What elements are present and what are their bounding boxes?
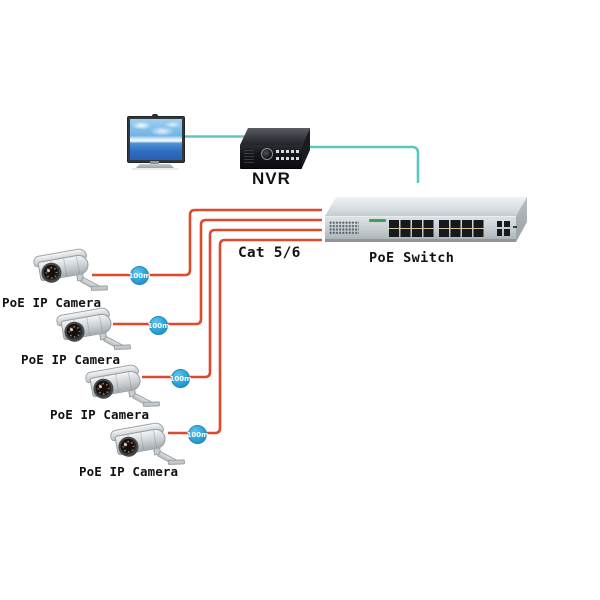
nvr-device (240, 145, 302, 169)
switch-brand-mark (369, 219, 386, 222)
webcam-dot-icon (152, 114, 158, 118)
switch-bottom-bevel (325, 239, 516, 242)
port-row (389, 229, 434, 237)
monitor-shadow (132, 168, 178, 170)
camera-bracket-plate (90, 285, 108, 291)
rj45-port-group-2 (439, 220, 484, 237)
poe-switch-device (325, 216, 517, 239)
nvr-logo-icon (261, 148, 273, 160)
camera-ir-leds (44, 265, 59, 280)
port-row (389, 220, 434, 228)
nvr-label: NVR (252, 169, 291, 188)
monitor-stand-base (136, 164, 174, 168)
poe-ip-camera-1 (32, 247, 110, 298)
port-pins (389, 228, 432, 229)
distance-text: 100m (128, 271, 151, 280)
distance-text: 100m (186, 430, 209, 439)
cable-camera2-to-switch (113, 218, 322, 326)
distance-badge-3: 100m (169, 369, 192, 388)
uplink-led (513, 226, 517, 228)
cable-camera3-to-switch (142, 228, 322, 379)
camera-label-4: PoE IP Camera (79, 464, 179, 479)
uplink-port (497, 221, 502, 227)
cable-type-label: Cat 5/6 (238, 245, 301, 261)
uplink-port (497, 229, 502, 236)
camera-ir-leds (121, 439, 136, 454)
port-row (439, 229, 484, 237)
distance-badge-1: 100m (128, 266, 151, 285)
camera-label-2: PoE IP Camera (21, 352, 121, 367)
cable-nvr-to-switch (307, 145, 420, 183)
camera-label-1: PoE IP Camera (2, 295, 102, 310)
nvr-side-face (302, 128, 310, 168)
camera-bracket-plate (113, 344, 131, 350)
switch-top-face (325, 197, 527, 216)
switch-side-face (516, 197, 527, 242)
rj45-port-group-1 (389, 220, 434, 237)
poe-switch-label: PoE Switch (369, 250, 455, 266)
port-row (439, 220, 484, 228)
distance-text: 100m (169, 374, 192, 383)
uplink-port (504, 221, 510, 227)
cable-camera1-to-switch (92, 208, 322, 277)
nvr-vent (244, 150, 254, 163)
nvr-top-face (240, 128, 310, 145)
port-pins (439, 228, 482, 229)
cable-camera4-to-switch (168, 238, 322, 435)
switch-vent-grid (329, 221, 359, 234)
distance-text: 100m (147, 321, 170, 330)
monitor-stand-neck (150, 161, 159, 165)
distance-badge-4: 100m (186, 425, 209, 444)
monitor-screen (130, 119, 182, 160)
nvr-buttons-row2 (276, 157, 299, 160)
camera-label-3: PoE IP Camera (50, 407, 150, 422)
monitor (127, 114, 185, 163)
camera-ir-leds (67, 324, 82, 339)
uplink-ports (497, 221, 521, 237)
uplink-port (504, 229, 510, 236)
nvr-buttons-row1 (276, 150, 299, 153)
distance-badge-2: 100m (147, 316, 170, 335)
poe-ip-camera-2 (55, 306, 133, 357)
camera-ir-leds (96, 381, 111, 396)
